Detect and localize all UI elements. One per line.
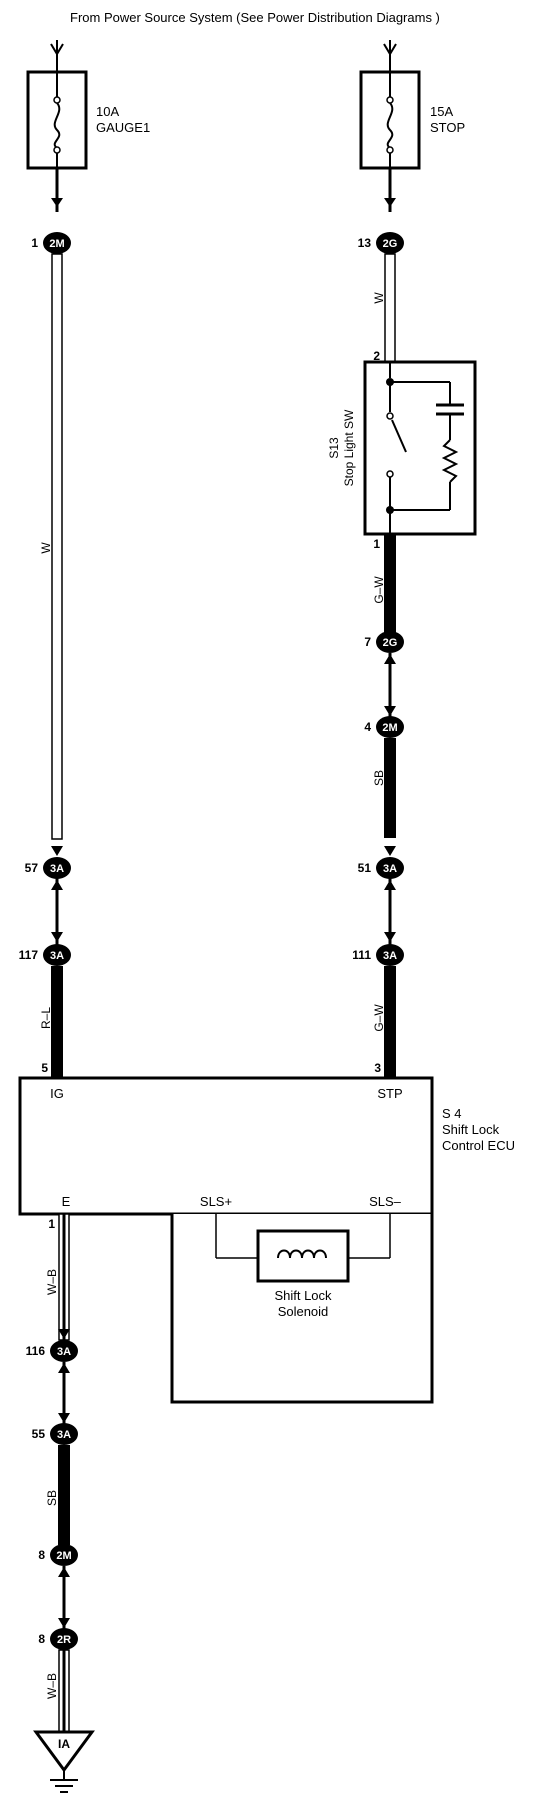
connector-pin-number: 13	[358, 236, 372, 250]
wire-g-w-ecu	[384, 966, 396, 1078]
fuse-stop-rating: 15A	[430, 104, 453, 119]
wire-sb	[384, 738, 396, 838]
connector-code: 3A	[57, 1346, 71, 1358]
connector-code: 3A	[50, 950, 64, 962]
ecu-pin-e: E	[62, 1194, 71, 1209]
coil-icon	[277, 1249, 327, 1259]
wire-w-left	[51, 253, 63, 840]
connector-pin-number: 55	[32, 1427, 46, 1441]
connector-2r-pin8: 8 2R	[38, 1628, 78, 1650]
wire-color-label: G–W	[372, 1004, 386, 1032]
solenoid-section: Shift Lock Solenoid	[170, 1214, 434, 1404]
wire-color-label: W	[372, 292, 386, 304]
connector-pin-number: 8	[38, 1548, 45, 1562]
wire-color-label: W–B	[45, 1673, 59, 1699]
connector-code: 2G	[383, 637, 398, 649]
stop-circuit: 15A STOP 13 2G W 2	[327, 40, 477, 1078]
connector-3a-pin57: 57 3A	[25, 846, 71, 890]
connector-2m-pin1: 1 2M	[31, 232, 71, 254]
solenoid-label-2: Solenoid	[278, 1304, 329, 1319]
ground-code: IA	[58, 1737, 70, 1751]
connector-code: 3A	[50, 863, 64, 875]
ecu-pin-sls-minus: SLS–	[369, 1194, 402, 1209]
connector-code: 2R	[57, 1634, 71, 1646]
connector-code: 3A	[383, 863, 397, 875]
ecu-pin-stp-number: 3	[374, 1061, 381, 1075]
wire-color-label: W–B	[45, 1269, 59, 1295]
wire-color-label: W	[39, 542, 53, 554]
fuse-gauge1	[26, 70, 88, 170]
connector-3a-pin111: 111 3A	[352, 944, 404, 966]
connector-code: 3A	[383, 950, 397, 962]
resistor-icon	[441, 439, 459, 483]
connector-2m-pin8: 8 2M	[38, 1544, 78, 1577]
solenoid-label-1: Shift Lock	[274, 1288, 332, 1303]
connector-3a-pin51: 51 3A	[358, 846, 404, 890]
connector-2m-pin4: 4 2M	[364, 716, 404, 738]
ecu-pin-sls-plus: SLS+	[200, 1194, 232, 1209]
ecu-name-line1: Shift Lock	[442, 1122, 500, 1137]
connector-2g-pin7: 7 2G	[364, 631, 404, 664]
connector-3a-pin117: 117 3A	[19, 944, 71, 966]
connector-code: 2M	[56, 1550, 71, 1562]
feed-arrow-icon	[50, 40, 64, 72]
ground-icon	[50, 1779, 78, 1793]
wire-color-label: R–L	[39, 1007, 53, 1029]
ground-point: IA	[33, 1730, 95, 1793]
connector-pin-number: 51	[358, 861, 372, 875]
switch-name: Stop Light SW	[342, 409, 356, 486]
connector-3a-pin116: 116 3A	[26, 1329, 78, 1373]
feed-arrow-icon	[383, 40, 397, 72]
wire-color-label: SB	[372, 770, 386, 786]
wire-color-label: G–W	[372, 576, 386, 604]
ecu-pin-ig: IG	[50, 1086, 64, 1101]
connector-pin-number: 7	[364, 635, 371, 649]
fuse-stop	[359, 70, 421, 170]
connector-pin-number: 8	[38, 1632, 45, 1646]
connector-pin-number: 111	[352, 948, 371, 962]
wire-r-l	[51, 966, 63, 1078]
connector-code: 3A	[57, 1429, 71, 1441]
switch-contact-icon	[391, 419, 407, 453]
ground-circuit: 1 W–B 116 3A 55 3A SB 8 2M	[26, 1213, 95, 1793]
connector-code: 2M	[49, 238, 64, 250]
ecu-id: S 4	[442, 1106, 462, 1121]
connector-2g-pin13: 13 2G	[358, 232, 404, 254]
fuse-stop-name: STOP	[430, 120, 465, 135]
ecu-pin-e-number: 1	[48, 1217, 55, 1231]
ecu-name-line2: Control ECU	[442, 1138, 515, 1153]
ecu-pin-stp: STP	[377, 1086, 402, 1101]
connector-pin-number: 4	[364, 720, 371, 734]
header-title: From Power Source System (See Power Dist…	[70, 10, 440, 25]
fuse-gauge1-rating: 10A	[96, 104, 119, 119]
switch-pin-bottom: 1	[373, 537, 380, 551]
wire-g-w	[384, 534, 396, 634]
stop-light-switch	[363, 360, 477, 536]
connector-pin-number: 57	[25, 861, 39, 875]
wire-sb-ground	[58, 1445, 70, 1545]
solenoid-box	[256, 1229, 350, 1283]
connector-code: 2M	[382, 722, 397, 734]
connector-pin-number: 1	[31, 236, 38, 250]
connector-3a-pin55: 55 3A	[32, 1423, 78, 1445]
gauge-circuit: 10A GAUGE1 1 2M W 57 3A 117 3	[19, 40, 150, 1078]
switch-pin-top: 2	[373, 349, 380, 363]
connector-code: 2G	[383, 238, 398, 250]
fuse-gauge1-name: GAUGE1	[96, 120, 150, 135]
wire-w-right	[384, 253, 396, 363]
wire-color-label: SB	[45, 1490, 59, 1506]
connector-pin-number: 117	[19, 948, 39, 962]
ecu-pin-ig-number: 5	[41, 1061, 48, 1075]
connector-pin-number: 116	[26, 1344, 46, 1358]
shift-lock-ecu: IG STP E SLS+ SLS–	[18, 1076, 434, 1216]
switch-id: S13	[327, 437, 341, 459]
